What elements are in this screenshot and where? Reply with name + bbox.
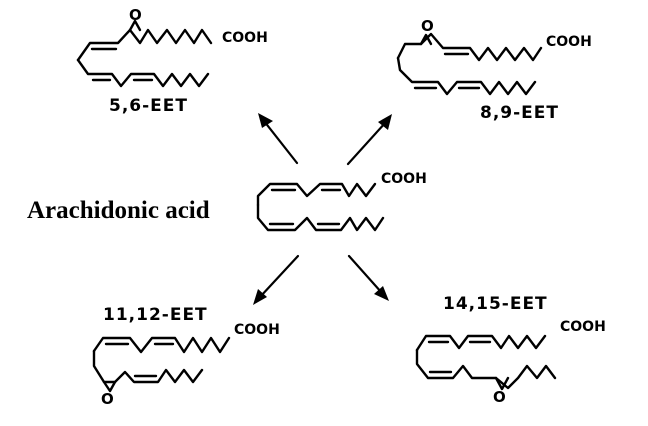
5-6-eet-oxygen-label: O	[129, 6, 142, 24]
8-9-eet-structure	[396, 32, 543, 96]
arachidonic-acid-title: Arachidonic acid	[27, 197, 210, 224]
arachidonic-acid-cooh-label: COOH	[381, 171, 427, 187]
8-9-eet-name: 8,9-EET	[480, 103, 559, 123]
11-12-eet-structure	[92, 336, 231, 393]
arrow-to-11-12-eet	[253, 254, 300, 305]
14-15-eet-name: 14,15-EET	[443, 294, 548, 314]
11-12-eet-oxygen-label: O	[101, 390, 114, 408]
14-15-eet-oxygen-label: O	[493, 388, 506, 406]
5-6-eet-name: 5,6-EET	[109, 96, 188, 116]
arrow-to-8-9-eet	[346, 114, 392, 166]
14-15-eet-cooh-label: COOH	[560, 319, 606, 335]
8-9-eet-cooh-label: COOH	[546, 34, 592, 50]
5-6-eet-structure	[76, 19, 213, 88]
arrow-to-14-15-eet	[347, 254, 389, 301]
8-9-eet-oxygen-label: O	[421, 17, 434, 35]
arachidonic-acid-structure	[256, 182, 385, 232]
11-12-eet-cooh-label: COOH	[234, 322, 280, 338]
11-12-eet-name: 11,12-EET	[103, 305, 208, 325]
14-15-eet-structure	[415, 334, 557, 391]
arrow-to-5-6-eet	[258, 113, 299, 165]
5-6-eet-cooh-label: COOH	[222, 30, 268, 46]
